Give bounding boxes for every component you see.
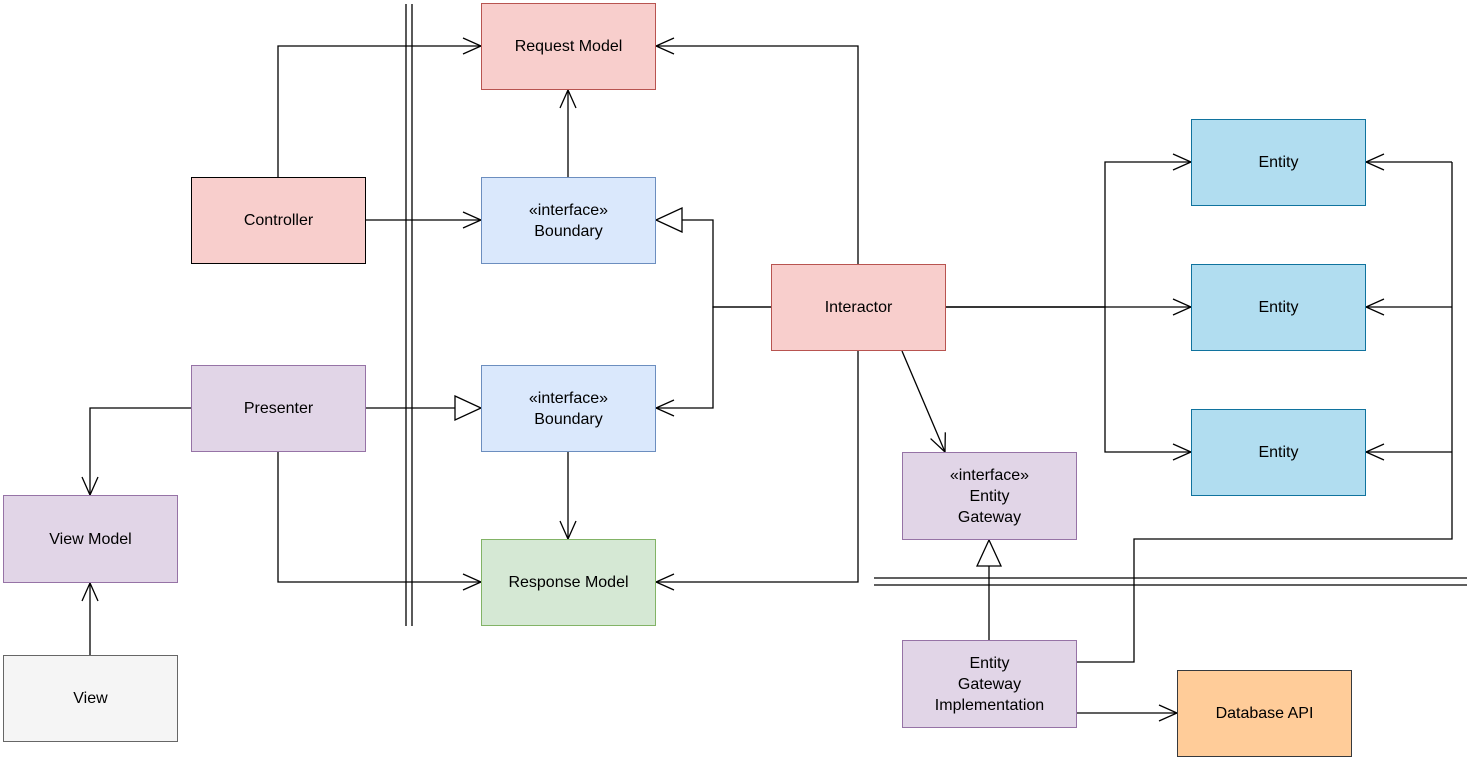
node-label-line: Entity xyxy=(1258,299,1299,316)
node-label-line: «interface» xyxy=(949,466,1030,484)
node-label-line: Entity xyxy=(1258,154,1299,171)
architecture-boundary-horizontal xyxy=(874,577,1467,586)
response-model-node[interactable]: Response Model xyxy=(481,539,656,626)
node-label-line: «interface» xyxy=(528,201,609,219)
edge-interactor-to-request-model xyxy=(656,46,859,264)
controller-node[interactable]: Controller xyxy=(191,177,366,264)
edge-interactor-realizes-boundary-in xyxy=(656,220,771,308)
view-model-node[interactable]: View Model xyxy=(3,495,178,583)
node-label-line: View Model xyxy=(49,530,132,548)
entity-node-3[interactable]: Entity xyxy=(1191,409,1366,496)
architecture-boundary-vertical xyxy=(405,4,413,626)
edge-controller-to-request-model xyxy=(277,46,481,177)
edge-interactor-to-response-model xyxy=(656,351,859,582)
node-label-line: Controller xyxy=(243,212,314,229)
node-label-line: View xyxy=(73,690,108,707)
node-label-line: Database API xyxy=(1215,705,1314,722)
view-node[interactable]: View xyxy=(3,655,178,742)
node-label-line: Interactor xyxy=(824,299,893,316)
edge-interactor-to-boundary-out xyxy=(656,306,771,408)
edge-interactor-to-entity-3 xyxy=(945,306,1191,452)
entity-node-2[interactable]: Entity xyxy=(1191,264,1366,351)
boundary-output-node[interactable]: «interface» Boundary xyxy=(481,365,656,452)
node-label-line: Entity xyxy=(1258,444,1299,461)
node-label-line: Gateway xyxy=(957,675,1022,693)
node-label-line: Gateway xyxy=(957,508,1022,526)
boundary-input-node[interactable]: «interface» Boundary xyxy=(481,177,656,264)
node-label-line: Request Model xyxy=(514,38,623,55)
node-label-line: Response Model xyxy=(508,574,629,591)
interactor-node[interactable]: Interactor xyxy=(771,264,946,351)
node-label-line: Entity xyxy=(969,487,1010,505)
edge-presenter-to-response-model xyxy=(277,452,481,582)
node-label-line: Boundary xyxy=(534,410,603,428)
edge-presenter-to-view-model xyxy=(90,407,191,495)
node-label-line: Boundary xyxy=(534,222,603,240)
database-api-node[interactable]: Database API xyxy=(1177,670,1352,757)
edge-interactor-to-entity-gateway xyxy=(901,350,945,452)
edge-gateway-impl-to-entities-trunk xyxy=(1076,162,1453,663)
presenter-node[interactable]: Presenter xyxy=(191,365,366,452)
node-label-line: Presenter xyxy=(243,400,314,417)
request-model-node[interactable]: Request Model xyxy=(481,3,656,90)
entity-node-1[interactable]: Entity xyxy=(1191,119,1366,206)
node-label-line: Implementation xyxy=(934,696,1045,714)
edge-interactor-to-entity-1 xyxy=(945,162,1191,308)
node-label-line: «interface» xyxy=(528,389,609,407)
node-label-line: Entity xyxy=(969,654,1010,672)
